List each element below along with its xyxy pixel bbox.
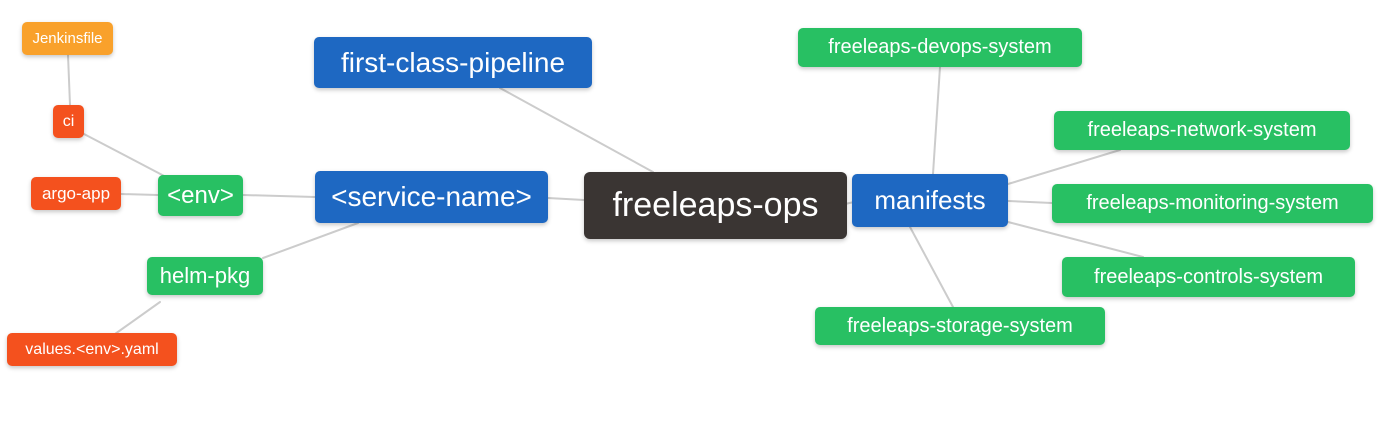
node-freeleaps-network-system[interactable]: freeleaps-network-system [1054,111,1350,150]
edge-manifests-devops [932,66,941,175]
node-values-env-yaml[interactable]: values.<env>.yaml [7,333,177,366]
node-env[interactable]: <env> [158,175,243,216]
node-helm-pkg[interactable]: helm-pkg [147,257,263,295]
node-freeleaps-ops[interactable]: freeleaps-ops [584,172,847,239]
edge-jenkinsfile-ci [67,54,71,106]
edge-pipeline-ops [499,87,654,173]
edge-manifests-monitoring [1007,200,1053,204]
edge-argoapp-env [120,193,159,196]
edge-manifests-controls [1007,221,1144,258]
node-ci[interactable]: ci [53,105,84,138]
edge-manifests-network [1007,149,1121,185]
edge-manifests-storage [909,226,954,308]
edge-env-servicename [242,194,316,198]
node-freeleaps-storage-system[interactable]: freeleaps-storage-system [815,307,1105,345]
node-service-name[interactable]: <service-name> [315,171,548,223]
edge-servicename-ops [547,197,585,201]
node-first-class-pipeline[interactable]: first-class-pipeline [314,37,592,88]
node-freeleaps-devops-system[interactable]: freeleaps-devops-system [798,28,1082,67]
node-jenkinsfile[interactable]: Jenkinsfile [22,22,113,55]
edge-helmpkg-servicename [262,222,359,259]
node-freeleaps-controls-system[interactable]: freeleaps-controls-system [1062,257,1355,297]
node-freeleaps-monitoring-system[interactable]: freeleaps-monitoring-system [1052,184,1373,223]
edge-valuesyaml-helmpkg [114,301,161,335]
edge-ci-env [83,133,169,179]
node-manifests[interactable]: manifests [852,174,1008,227]
node-argo-app[interactable]: argo-app [31,177,121,210]
